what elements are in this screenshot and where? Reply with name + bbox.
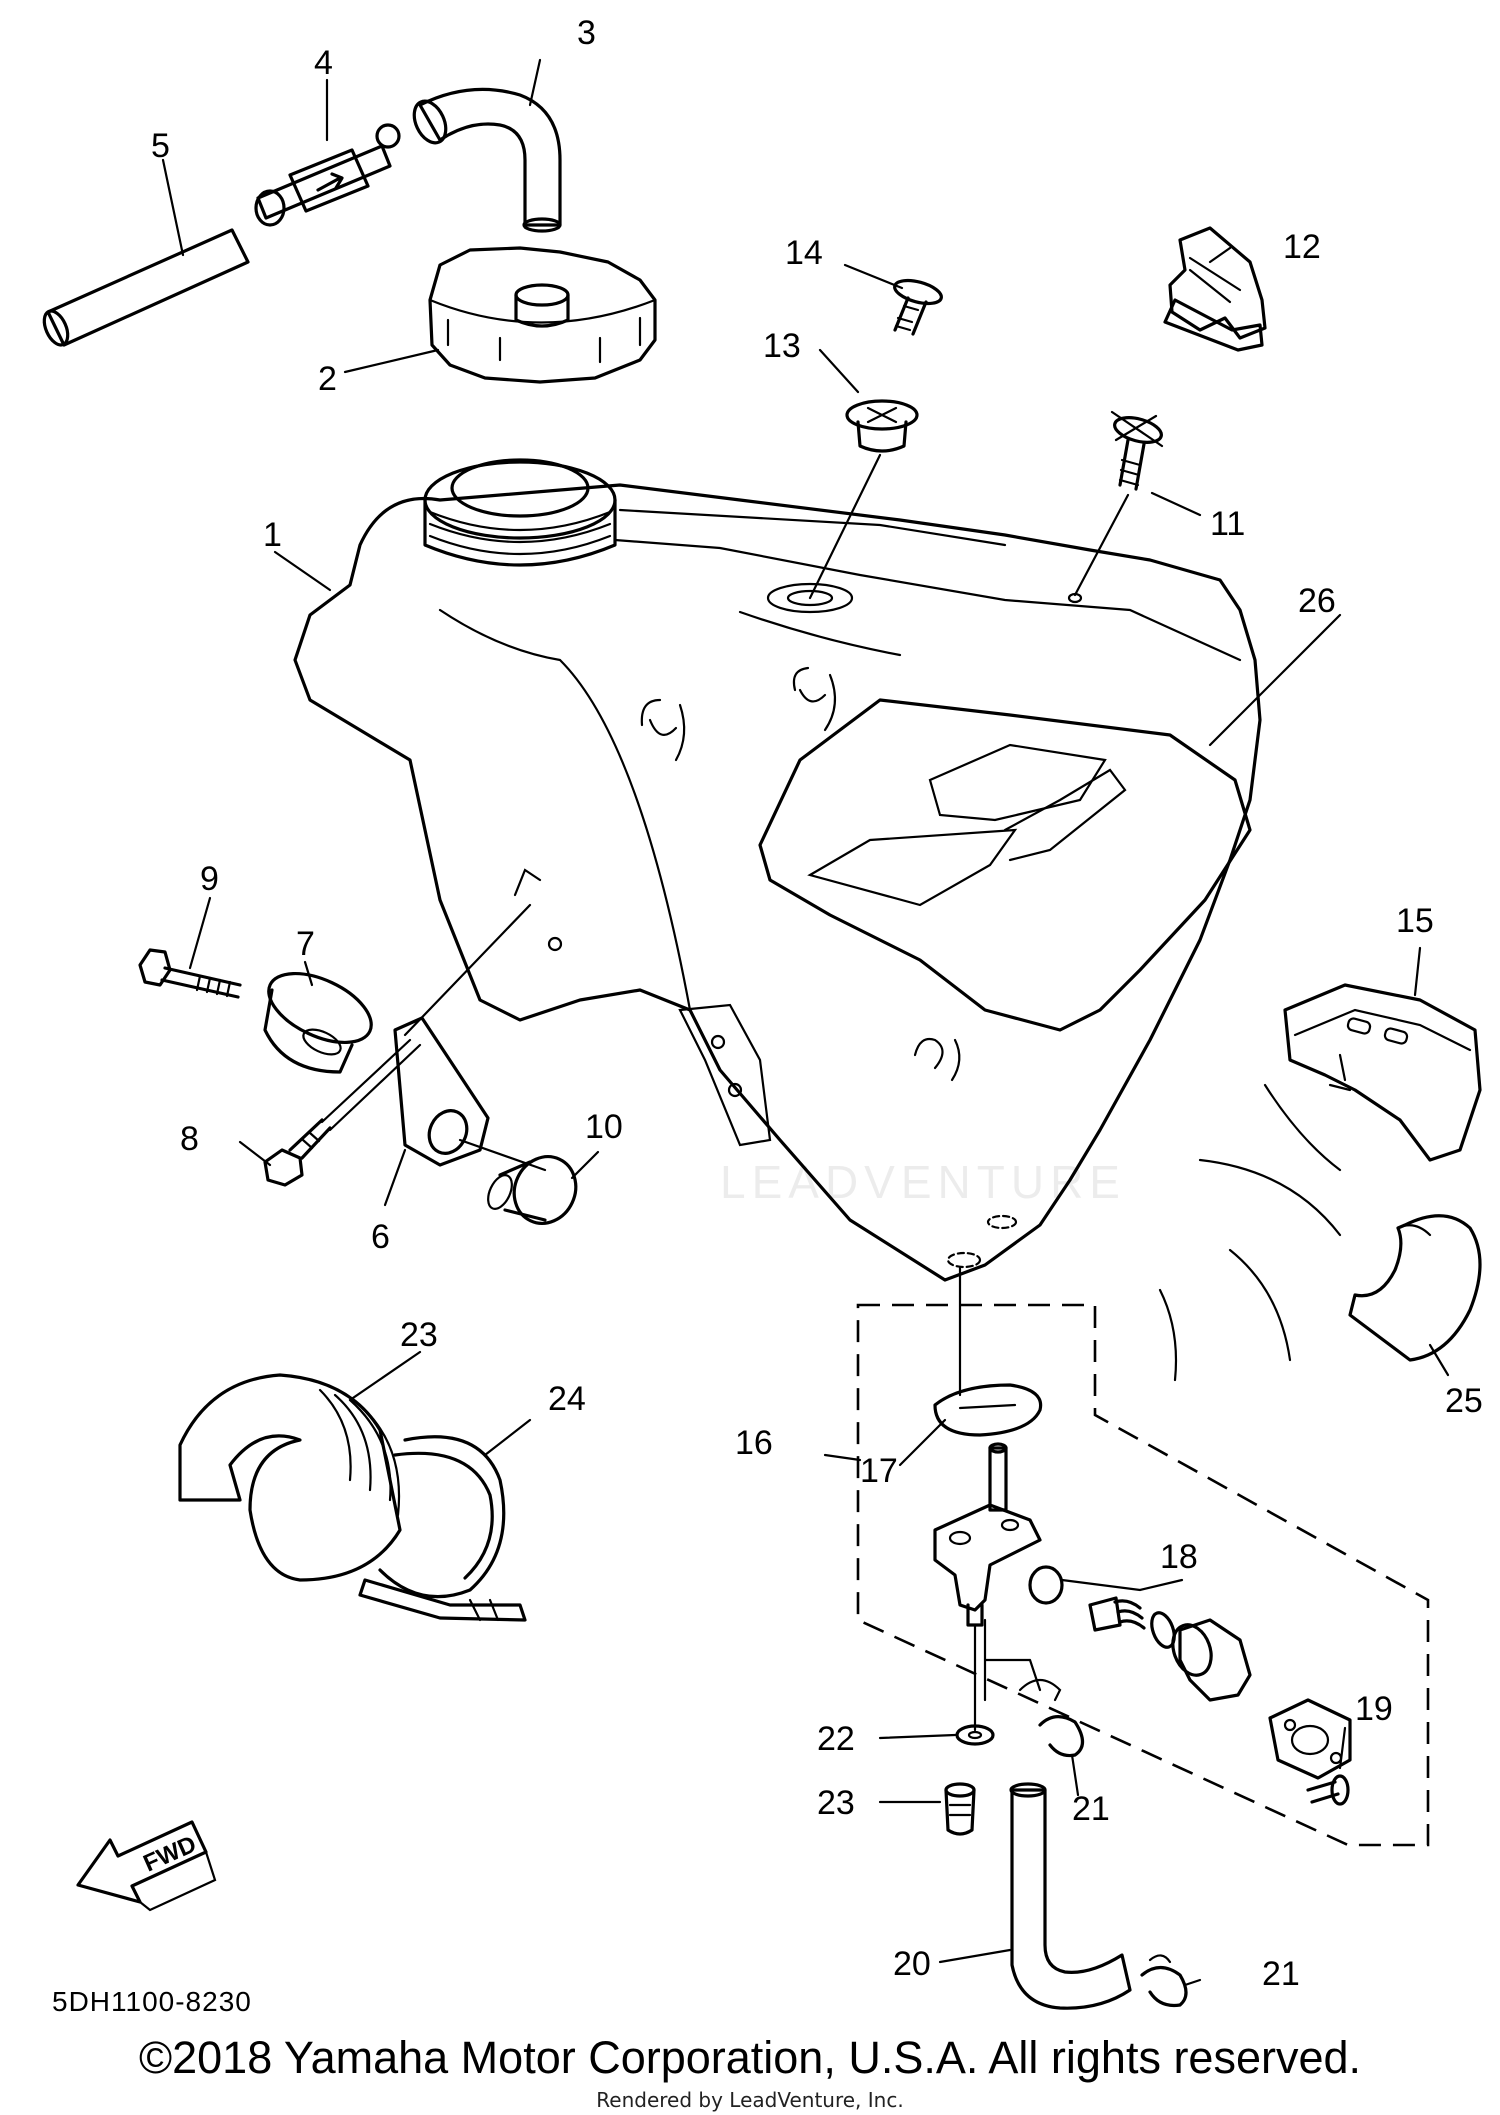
callout-15: 15 xyxy=(1396,902,1434,940)
callout-12: 12 xyxy=(1283,228,1321,266)
copyright-notice: ©2018 Yamaha Motor Corporation, U.S.A. A… xyxy=(138,2032,1362,2083)
callout-5: 5 xyxy=(151,127,170,165)
part-10-collar xyxy=(487,1155,578,1225)
part-24-tank-band xyxy=(178,1373,402,1582)
part-15-cover xyxy=(1283,983,1482,1162)
part-7-damper xyxy=(263,971,373,1074)
callout-13: 13 xyxy=(763,327,801,365)
callout-23: 23 xyxy=(817,1784,855,1822)
part-14-screw xyxy=(893,278,943,336)
callout-20: 20 xyxy=(893,1945,931,1983)
part-26-cushion xyxy=(1158,1083,1482,1382)
callout-8: 8 xyxy=(180,1120,199,1158)
fwd-arrow-icon: FWD xyxy=(76,1820,217,1912)
part-12-clip xyxy=(1163,226,1267,352)
part-3-breather-pipe xyxy=(412,87,562,233)
callout-2: 2 xyxy=(318,360,337,398)
part-23-screw xyxy=(944,1782,976,1836)
callout-9: 9 xyxy=(200,860,219,898)
part-4-check-valve xyxy=(254,123,401,227)
watermark: LEADVENTURE xyxy=(720,1156,1126,1208)
callout-11: 11 xyxy=(1210,505,1245,543)
callout-24: 23 xyxy=(400,1316,438,1354)
callout-16: 16 xyxy=(735,1424,773,1462)
callout-10: 10 xyxy=(585,1108,623,1146)
callout-21-lower: 21 xyxy=(1262,1955,1300,1993)
callout-17: 17 xyxy=(860,1452,898,1490)
part-8-bolt xyxy=(263,1038,422,1187)
callout-1: 1 xyxy=(263,516,282,554)
part-17-strainer xyxy=(933,1383,1043,1437)
callout-27: 26 xyxy=(1298,582,1336,620)
part-9-bolt xyxy=(138,948,242,999)
part-5-vent-hose xyxy=(42,228,250,347)
callout-19: 19 xyxy=(1355,1690,1393,1728)
callout-3: 3 xyxy=(577,14,596,52)
part-20-fuel-hose xyxy=(1009,1782,1132,2010)
fuel-cock-body xyxy=(933,1442,1042,1732)
callout-6: 6 xyxy=(371,1218,390,1256)
part-6-bracket xyxy=(393,903,547,1172)
callout-14: 14 xyxy=(785,234,823,272)
part-1-fuel-tank xyxy=(293,458,1262,1282)
callout-labels: 3 4 5 2 1 14 13 12 11 26 15 25 9 7 8 6 1… xyxy=(151,14,1483,1993)
callout-7: 7 xyxy=(296,925,315,963)
part-22-washer xyxy=(955,1724,995,1746)
callout-26: 25 xyxy=(1445,1382,1483,1420)
part-25-clamp xyxy=(358,1435,527,1622)
diagram-code: 5DH1100-8230 xyxy=(52,1986,252,2017)
part-21-clips xyxy=(1018,1678,1188,2008)
part-18-o-ring xyxy=(1028,1565,1252,1702)
part-16-assembly-outline xyxy=(856,1303,1430,1847)
callout-22: 22 xyxy=(817,1720,855,1758)
leader-lines xyxy=(161,58,1450,1987)
part-11-bolt xyxy=(1073,410,1164,597)
callout-18: 18 xyxy=(1160,1538,1198,1576)
part-2-fuel-cap xyxy=(428,246,657,384)
callout-4: 4 xyxy=(314,44,333,82)
part-13-collar xyxy=(808,399,919,600)
callout-25: 24 xyxy=(548,1380,586,1418)
part-27-emblem xyxy=(758,698,1252,1032)
rendered-by-credit: Rendered by LeadVenture, Inc. xyxy=(596,2088,904,2112)
callout-21-upper: 21 xyxy=(1072,1790,1110,1828)
part-19-plate-and-screw xyxy=(1268,1698,1352,1806)
